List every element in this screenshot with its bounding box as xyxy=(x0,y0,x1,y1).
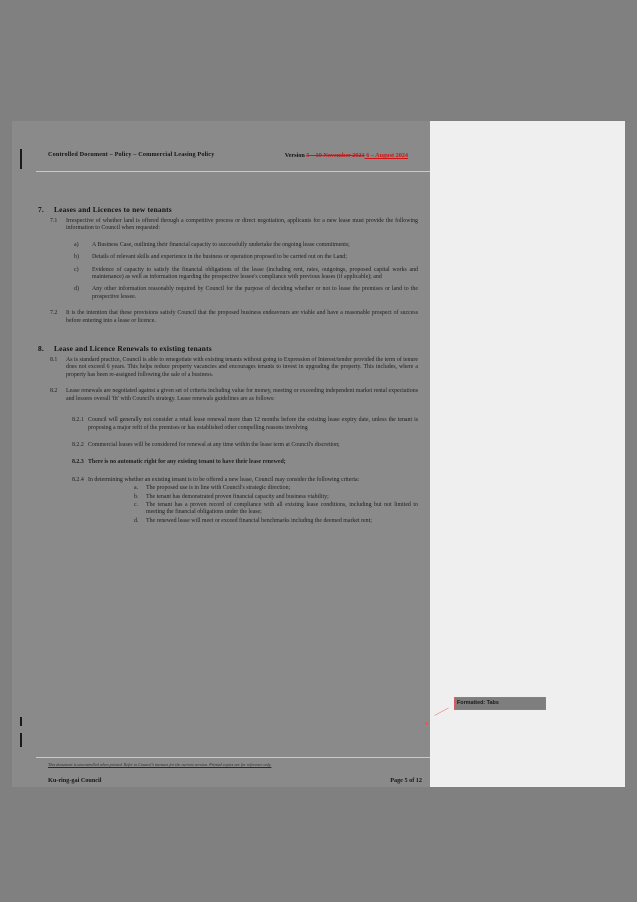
section-heading-8: 8. Lease and Licence Renewals to existin… xyxy=(36,344,418,353)
criteria-marker-b: b. xyxy=(134,493,139,500)
list-text-7-c: Evidence of capacity to satisfy the fina… xyxy=(92,266,418,281)
section-title-7: Leases and Licences to new tenants xyxy=(54,205,172,214)
paragraph-8-1: 8.1 As is standard practice, Council is … xyxy=(36,357,418,379)
paragraph-7-1: 7.1 Irrespective of whether land is offe… xyxy=(36,218,418,233)
list-marker-7-a: a) xyxy=(74,241,79,248)
clause-8-2-1: 8.2.1 Council will generally not conside… xyxy=(36,417,418,432)
paragraph-number-7-2: 7.2 xyxy=(50,310,58,317)
footer-organisation: Ku-ring-gai Council xyxy=(48,777,102,784)
criteria-item-b: b. The tenant has demonstrated proven fi… xyxy=(36,494,418,501)
spacer xyxy=(36,433,418,442)
version-label: Version xyxy=(284,152,307,159)
spacer xyxy=(36,330,418,344)
paragraph-text-7-2: It is the intention that these provision… xyxy=(66,310,418,324)
clause-text-8-2-3: There is no automatic right for any exis… xyxy=(88,459,286,466)
document-header: Controlled Document – Policy – Commercia… xyxy=(36,151,408,185)
list-item-7-c: c) Evidence of capacity to satisfy the f… xyxy=(36,267,418,282)
clause-8-2-4: 8.2.4 In determining whether an existing… xyxy=(36,477,418,484)
paragraph-text-8-2: Lease renewals are negotiated against a … xyxy=(66,388,418,402)
paragraph-text-8-1: As is standard practice, Council is able… xyxy=(66,357,418,378)
criteria-text-c: The tenant has a proven record of compli… xyxy=(146,501,418,516)
list-marker-7-c: c) xyxy=(74,266,79,273)
list-text-7-a: A Business Case, outlining their financi… xyxy=(92,241,350,248)
paragraph-8-2: 8.2 Lease renewals are negotiated agains… xyxy=(36,388,418,403)
criteria-text-a: The proposed use is in line with Council… xyxy=(146,485,291,492)
header-version: Version 5 – 30 November 2021 6 – August … xyxy=(243,151,408,160)
clause-number-8-2-3: 8.2.3 xyxy=(72,459,84,466)
clause-8-2-2: 8.2.2 Commercial leases will be consider… xyxy=(36,442,418,449)
clause-number-8-2-1: 8.2.1 xyxy=(72,417,84,424)
list-item-7-b: b) Details of relevant skills and experi… xyxy=(36,254,418,261)
paragraph-7-2: 7.2 It is the intention that these provi… xyxy=(36,310,418,325)
spacer xyxy=(36,408,418,417)
list-item-7-a: a) A Business Case, outlining their fina… xyxy=(36,242,418,249)
markup-pane xyxy=(430,121,625,787)
header-rule xyxy=(36,171,430,172)
footer-row: Ku-ring-gai Council Page 5 of 12 xyxy=(48,777,422,784)
clause-number-8-2-4: 8.2.4 xyxy=(72,476,84,483)
change-bar-header xyxy=(20,149,22,169)
callout-leader-line xyxy=(434,707,449,716)
paragraph-number-7-1: 7.1 xyxy=(50,218,58,224)
version-deleted-text: 5 – 30 November 2021 xyxy=(306,152,365,159)
paragraph-number-8-2: 8.2 xyxy=(50,388,58,395)
section-title-8: Lease and Licence Renewals to existing t… xyxy=(54,344,212,354)
criteria-item-a: a. The proposed use is in line with Coun… xyxy=(36,485,418,492)
clause-text-8-2-1: Council will generally not consider a re… xyxy=(88,417,418,431)
change-bar-footer xyxy=(20,733,22,747)
version-inserted-text: 6 – August 2024 xyxy=(364,152,408,159)
header-title: Controlled Document – Policy – Commercia… xyxy=(48,151,215,158)
paragraph-text-7-1: Irrespective of whether land is offered … xyxy=(66,218,418,232)
section-heading-7: 7. Leases and Licences to new tenants xyxy=(36,205,418,214)
list-text-7-d: Any other information reasonably require… xyxy=(92,286,418,300)
callout-anchor-dot xyxy=(425,722,428,725)
clause-8-2-3: 8.2.3 There is no automatic right for an… xyxy=(36,459,418,466)
list-text-7-b: Details of relevant skills and experienc… xyxy=(92,254,347,261)
formatted-change-label: Formatted: Tabs xyxy=(457,700,499,706)
criteria-marker-a: a. xyxy=(134,485,139,492)
change-bar-footnote xyxy=(20,717,22,726)
formatted-change-callout[interactable]: Formatted: Tabs xyxy=(454,697,546,710)
list-marker-7-d: d) xyxy=(74,286,79,293)
criteria-item-c: c. The tenant has a proven record of com… xyxy=(36,502,418,517)
footer-page-number: Page 5 of 12 xyxy=(390,777,422,784)
section-number-7: 7. xyxy=(38,205,44,214)
document-body: 7. Leases and Licences to new tenants 7.… xyxy=(36,205,418,526)
footer-disclaimer: This document is uncontrolled when print… xyxy=(48,762,272,767)
clause-text-8-2-2: Commercial leases will be considered for… xyxy=(88,441,340,448)
footer-rule xyxy=(36,757,430,758)
criteria-text-b: The tenant has demonstrated proven finan… xyxy=(146,493,329,500)
document-page[interactable]: Controlled Document – Policy – Commercia… xyxy=(12,121,430,787)
clause-number-8-2-2: 8.2.2 xyxy=(72,441,84,448)
paragraph-number-8-1: 8.1 xyxy=(50,357,58,364)
criteria-text-d: The renewed lease will meet or exceed fi… xyxy=(146,517,372,524)
criteria-item-d: d. The renewed lease will meet or exceed… xyxy=(36,518,418,525)
section-number-8: 8. xyxy=(38,344,44,354)
clause-text-8-2-4: In determining whether an existing tenan… xyxy=(88,476,360,483)
criteria-marker-d: d. xyxy=(134,517,139,524)
criteria-marker-c: c. xyxy=(134,501,139,508)
spacer xyxy=(36,468,418,477)
list-item-7-d: d) Any other information reasonably requ… xyxy=(36,286,418,301)
spacer xyxy=(36,450,418,459)
list-marker-7-b: b) xyxy=(74,254,79,261)
